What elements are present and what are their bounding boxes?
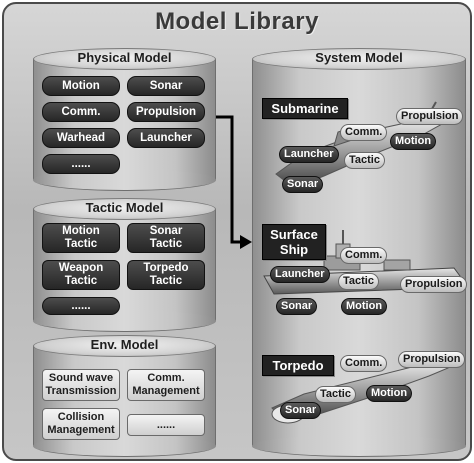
submarine-comp-tactic: Tactic xyxy=(344,152,385,169)
physical-item-motion: Motion xyxy=(42,76,120,96)
library-title: Model Library xyxy=(155,8,319,35)
physical-item-comm: Comm. xyxy=(42,102,120,122)
submarine-label: Submarine xyxy=(262,98,348,119)
surface-ship-comp-propulsion: Propulsion xyxy=(400,276,468,293)
env-item-comm-management: Comm.Management xyxy=(127,369,205,401)
surface-ship-comp-tactic: Tactic xyxy=(338,273,379,290)
submarine-comp-launcher: Launcher xyxy=(279,146,339,163)
library-to-system-arrow xyxy=(216,115,252,249)
tactic-model-title: Tactic Model xyxy=(85,200,164,215)
physical-item-propulsion: Propulsion xyxy=(127,102,205,122)
submarine-comp-sonar: Sonar xyxy=(282,176,324,193)
submarine-comp-propulsion: Propulsion xyxy=(396,108,464,125)
physical-item-more: ...... xyxy=(42,154,120,174)
env-model-title: Env. Model xyxy=(90,337,159,352)
surface-ship-comp-comm: Comm. xyxy=(340,247,388,264)
physical-model-title: Physical Model xyxy=(77,50,172,65)
torpedo-comp-comm: Comm. xyxy=(340,355,388,372)
torpedo-comp-sonar: Sonar xyxy=(280,402,322,419)
submarine-comp-motion: Motion xyxy=(390,133,437,150)
surface-ship-comp-launcher: Launcher xyxy=(270,266,330,283)
surface-ship-label: Surface Ship xyxy=(262,224,326,260)
physical-item-warhead: Warhead xyxy=(42,128,120,148)
submarine-comp-comm: Comm. xyxy=(340,124,388,141)
torpedo-comp-motion: Motion xyxy=(366,385,413,402)
surface-ship-comp-motion: Motion xyxy=(341,298,388,315)
system-model-title: System Model xyxy=(315,50,403,65)
torpedo-label: Torpedo xyxy=(262,355,334,376)
surface-ship-comp-sonar: Sonar xyxy=(276,298,318,315)
physical-item-launcher: Launcher xyxy=(127,128,205,148)
physical-item-sonar: Sonar xyxy=(127,76,205,96)
physical-model-cylinder: Physical Model Motion Sonar Comm. Propul… xyxy=(33,48,216,191)
tactic-item-more: ...... xyxy=(42,297,120,315)
torpedo-comp-tactic: Tactic xyxy=(315,386,356,403)
torpedo-comp-propulsion: Propulsion xyxy=(398,351,466,368)
env-item-more: ...... xyxy=(127,414,205,436)
